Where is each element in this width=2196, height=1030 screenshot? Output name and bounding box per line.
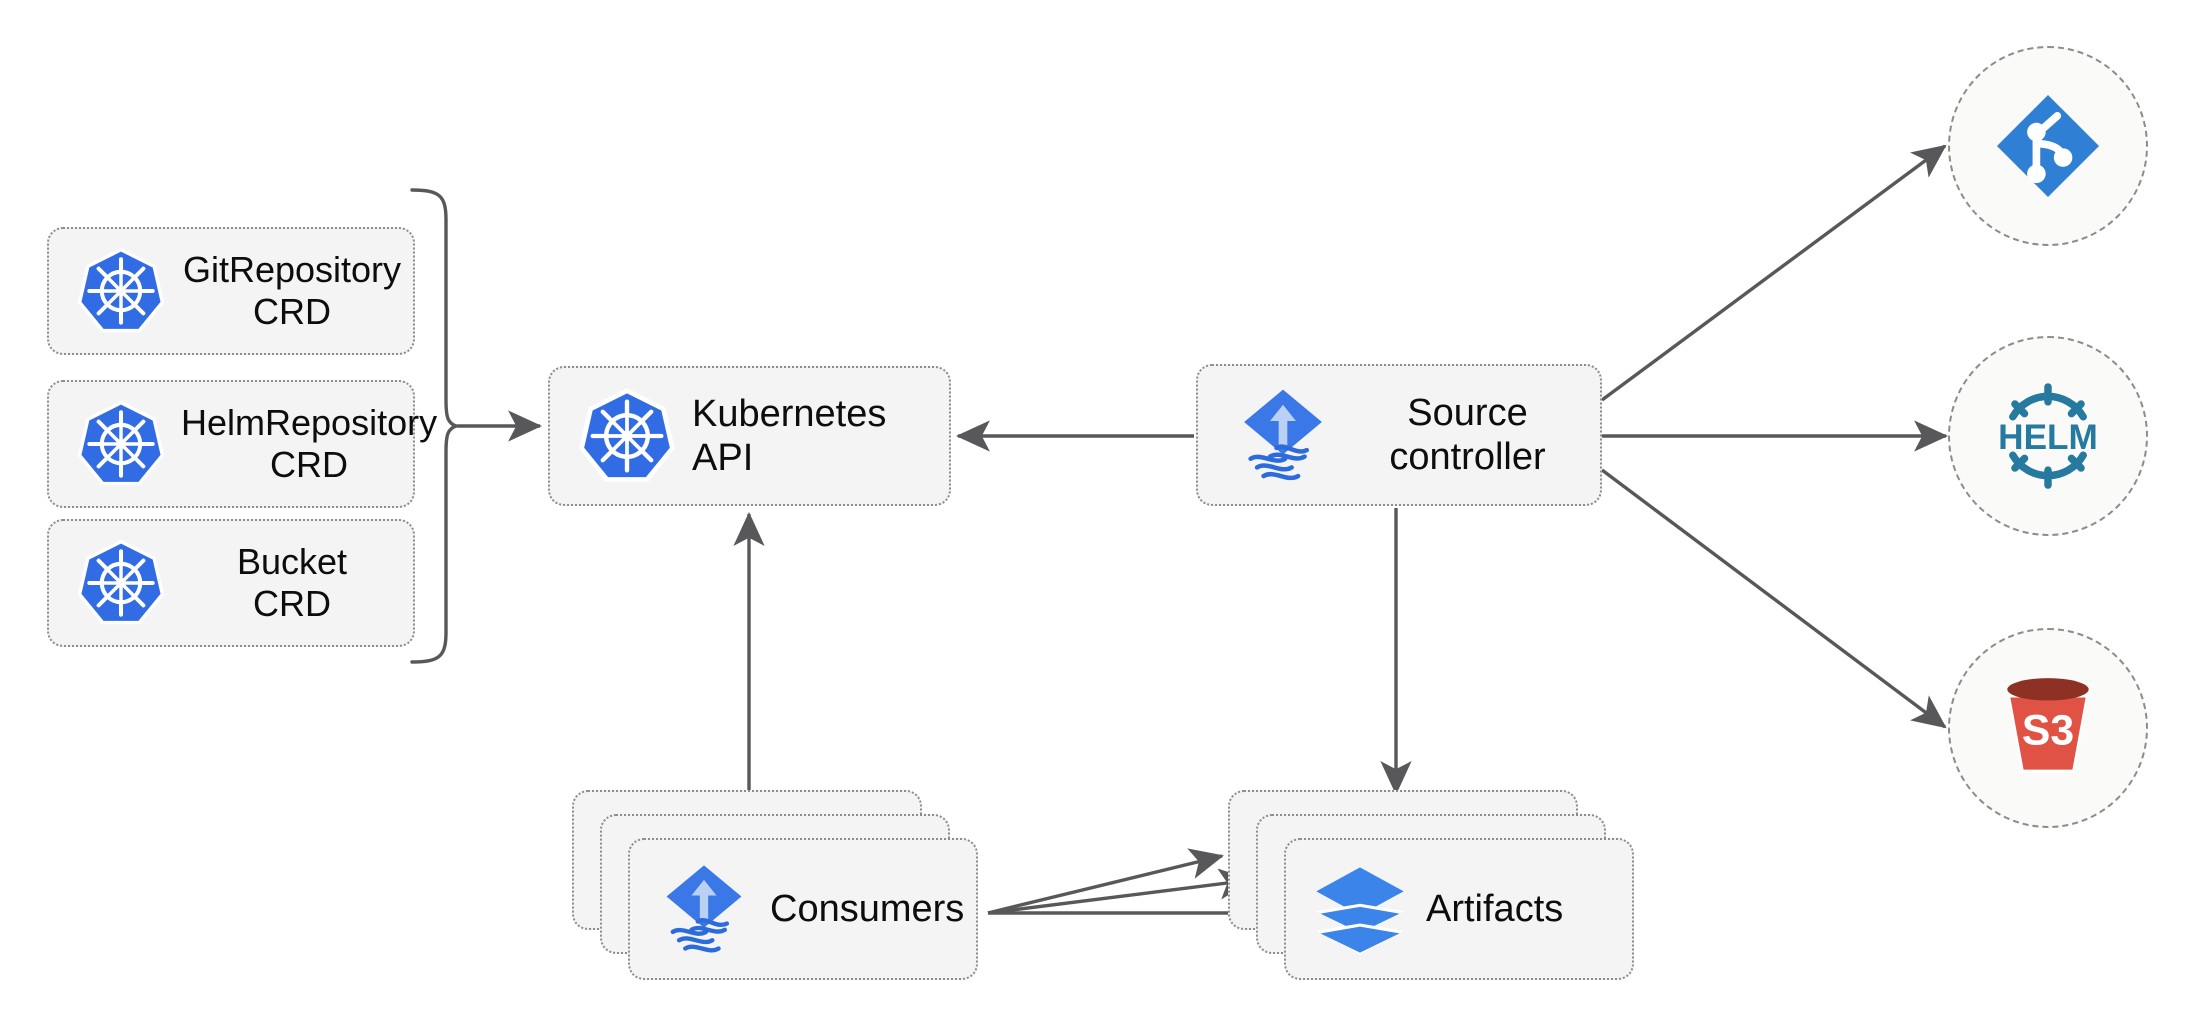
edge-consumers-to-artifacts-2 — [987, 868, 1254, 915]
flux-icon — [1220, 381, 1345, 489]
helm-icon: HELM — [1984, 372, 2112, 500]
crd-card-label: HelmRepository CRD — [181, 402, 438, 485]
edge-source-controller-to-git — [1600, 144, 1947, 402]
crd-card-helmrepository[interactable]: HelmRepository CRD — [47, 380, 437, 508]
kubernetes-api-label: Kubernetes API — [692, 392, 887, 479]
s3-source-node[interactable]: S3 — [1948, 628, 2148, 828]
crd-card-label: Bucket CRD — [236, 541, 348, 624]
consumers-label: Consumers — [770, 887, 965, 930]
kubernetes-api-node[interactable]: Kubernetes API — [548, 366, 951, 506]
helm-wordmark: HELM — [1998, 418, 2098, 457]
source-controller-label: Source controller — [1389, 391, 1546, 478]
git-source-node[interactable] — [1948, 46, 2148, 246]
edge-consumers-to-artifacts-1 — [987, 848, 1224, 915]
layers-icon — [1300, 857, 1420, 961]
helm-source-node[interactable]: HELM — [1948, 336, 2148, 536]
artifacts-stack-layer-front[interactable]: Artifacts — [1284, 838, 1634, 980]
git-icon — [1990, 88, 2106, 204]
flux-icon — [644, 857, 764, 961]
source-controller-node[interactable]: Source controller — [1196, 364, 1602, 506]
consumers-stack-layer-front[interactable]: Consumers — [628, 838, 978, 980]
crd-card-label: GitRepository CRD — [182, 249, 402, 332]
kubernetes-icon — [61, 535, 181, 631]
kubernetes-icon — [568, 384, 686, 488]
crd-card-gitrepository[interactable]: GitRepository CRD — [47, 227, 415, 355]
edge-source-controller-to-s3 — [1600, 468, 1947, 729]
kubernetes-icon — [61, 396, 181, 492]
s3-icon: S3 — [1987, 667, 2109, 789]
s3-wordmark: S3 — [2022, 706, 2074, 754]
kubernetes-icon — [61, 243, 181, 339]
crd-card-bucket[interactable]: Bucket CRD — [47, 519, 415, 647]
artifacts-label: Artifacts — [1426, 887, 1564, 930]
